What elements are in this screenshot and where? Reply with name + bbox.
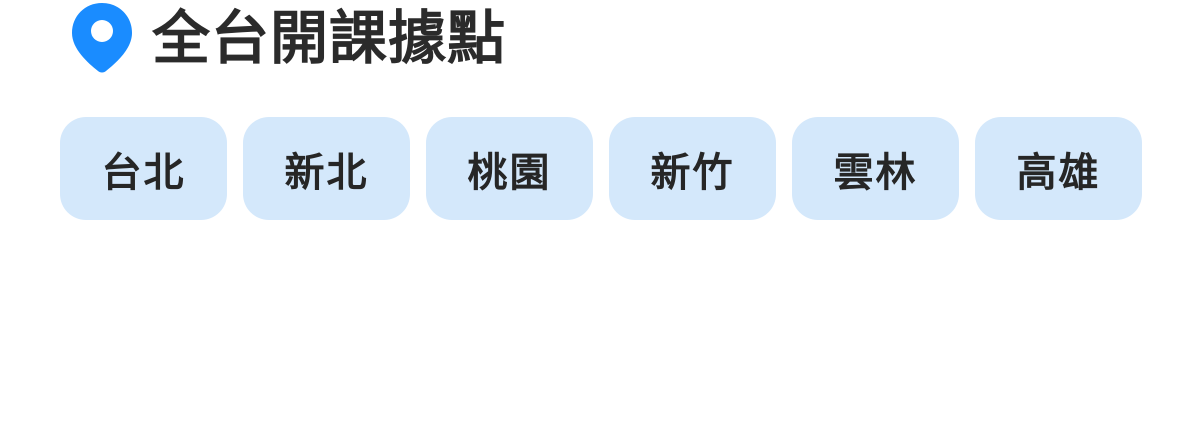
location-chip-kaohsiung[interactable]: 高雄 [975, 117, 1142, 220]
map-pin-icon [72, 3, 132, 73]
page-title: 全台開課據點 [152, 4, 507, 72]
location-chip-yunlin[interactable]: 雲林 [792, 117, 959, 220]
location-chip-hsinchu[interactable]: 新竹 [609, 117, 776, 220]
location-chip-label: 新北 [284, 149, 369, 196]
location-chip-label: 桃園 [467, 149, 552, 196]
location-chip-label: 台北 [101, 149, 186, 196]
location-chip-label: 新竹 [650, 149, 735, 196]
location-list: 台北 新北 桃園 新竹 雲林 高雄 [60, 117, 1142, 220]
section-header: 全台開課據點 [70, 0, 506, 76]
location-chip-new-taipei[interactable]: 新北 [243, 117, 410, 220]
location-chip-label: 高雄 [1016, 149, 1101, 196]
location-chip-label: 雲林 [833, 149, 918, 196]
location-chip-taoyuan[interactable]: 桃園 [426, 117, 593, 220]
location-chip-taipei[interactable]: 台北 [60, 117, 227, 220]
